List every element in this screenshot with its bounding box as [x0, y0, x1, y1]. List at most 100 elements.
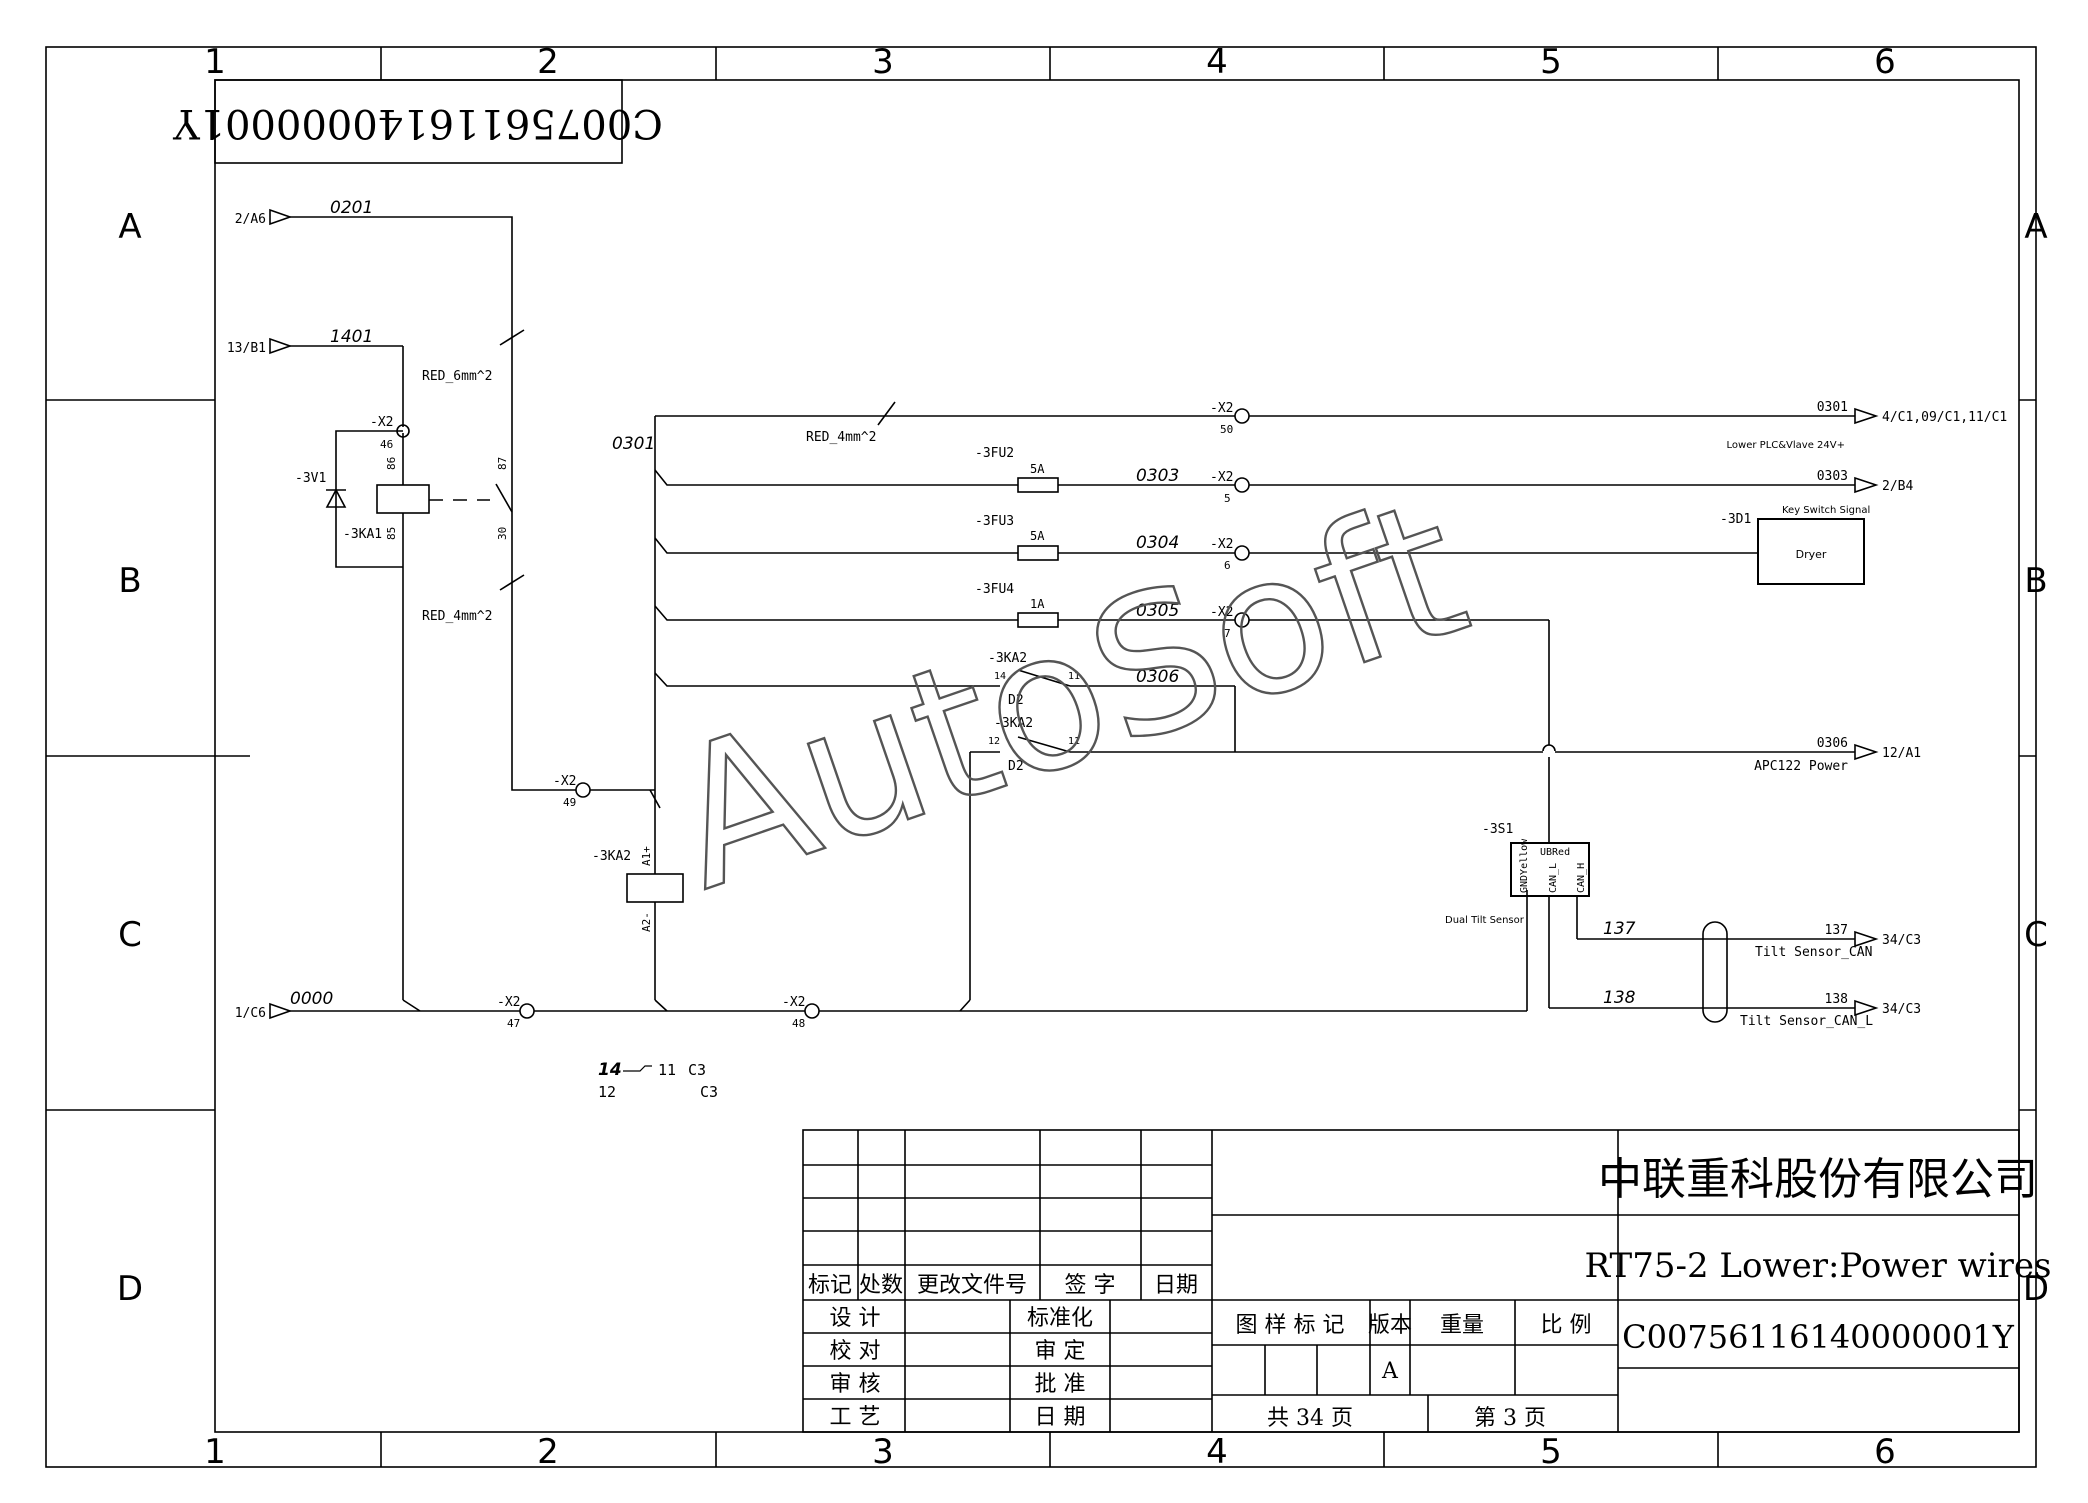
row-label: D — [117, 1269, 143, 1309]
connector-x2-49 — [575, 782, 591, 798]
connector-x2-7 — [1234, 612, 1250, 628]
row-label: D — [2023, 1269, 2049, 1309]
tb-role-check: 校 对 — [830, 1339, 881, 1364]
tb-header-count: 处数 — [859, 1273, 903, 1298]
device-label: -3D1 — [1720, 512, 1751, 527]
connector-label: -X2 — [1210, 470, 1233, 485]
dryer-label: Dryer — [1796, 548, 1827, 561]
signal-label: Tilt Sensor_CAN_L — [1740, 1014, 1873, 1029]
connector-label: -X2 — [1210, 537, 1233, 552]
sensor-note: Dual Tilt Sensor — [1445, 915, 1525, 926]
component-labels: RED_6mm^2 RED_4mm^2 RED_4mm^2 -X2 46 -X2… — [295, 369, 1873, 1101]
wire-number: 0303 — [1136, 466, 1179, 486]
wire-number: 0306 — [1136, 667, 1179, 687]
relay-label: -3KA1 — [343, 527, 382, 542]
column-label: 3 — [872, 42, 894, 82]
row-labels-left: A B C D — [117, 207, 143, 1309]
tb-role-review: 审 核 — [830, 1372, 881, 1397]
column-label: 2 — [537, 1432, 559, 1472]
row-label: B — [118, 561, 141, 601]
terminal-ref: 12/A1 — [1882, 746, 1921, 761]
contact-pin: 11 — [1068, 671, 1080, 682]
connector-label: -X2 — [782, 995, 805, 1010]
tb-page-number: 第 3 页 — [1474, 1406, 1546, 1431]
wire-number: 0303 — [1817, 469, 1848, 484]
wire-numbers: 0201 1401 0301 0301 0303 0303 0304 0305 … — [290, 198, 1848, 1009]
pin-label: 50 — [1220, 423, 1233, 436]
tb-role-process: 工 艺 — [830, 1405, 881, 1430]
connector-x2-48 — [804, 1003, 820, 1019]
relay-pin: 87 — [496, 457, 509, 470]
wire-number: 0301 — [612, 434, 655, 454]
diode-label: -3V1 — [295, 471, 326, 486]
sensor-pin: CAN_H — [1576, 863, 1587, 893]
terminal-ref: 13/B1 — [227, 341, 266, 356]
drawing-title: RT75-2 Lower:Power wires — [1585, 1246, 2052, 1286]
signal-label: Tilt Sensor_CAN — [1755, 945, 1872, 960]
wire-size-label: RED_4mm^2 — [422, 609, 492, 624]
tb-version-value: A — [1381, 1359, 1399, 1384]
wire-size-label: RED_4mm^2 — [806, 430, 876, 445]
wire-number: 0201 — [330, 198, 373, 218]
mirrored-drawing-code: C00756116140000001Y — [173, 100, 663, 146]
row-label: C — [118, 915, 142, 955]
tb-header-change-doc: 更改文件号 — [917, 1273, 1027, 1298]
tb-header-mark: 标记 — [808, 1273, 852, 1298]
fuse-label: -3FU3 — [975, 514, 1014, 529]
tb-version-header: 版本 — [1368, 1313, 1412, 1338]
xref-number: 12 — [598, 1083, 616, 1101]
connector-x2-50 — [1234, 408, 1250, 424]
pin-label: 48 — [792, 1017, 805, 1030]
fuse-label: -3FU2 — [975, 446, 1014, 461]
pin-label: 7 — [1224, 627, 1231, 640]
fuse-label: -3FU4 — [975, 582, 1014, 597]
row-label: A — [118, 207, 141, 247]
pin-label: 47 — [507, 1017, 520, 1030]
xref-ref: C3 — [700, 1083, 718, 1101]
relay-pin: 86 — [385, 457, 398, 470]
tb-role-approve: 批 准 — [1035, 1372, 1086, 1397]
xref-number: 11 — [658, 1061, 676, 1079]
contact-pin: 14 — [994, 671, 1006, 682]
wire-number: 0301 — [1817, 400, 1848, 415]
company-name: 中联重科股份有限公司 — [1598, 1154, 2038, 1205]
relay-contact-label: -3KA2 — [994, 716, 1033, 731]
relay-pin: 85 — [385, 527, 398, 540]
row-label: C — [2024, 915, 2048, 955]
fuse-rating: 1A — [1030, 597, 1045, 611]
tb-sample-mark: 图 样 标 记 — [1236, 1313, 1345, 1338]
mirrored-code-box: C00756116140000001Y — [173, 79, 663, 164]
terminal-ref: 4/C1,09/C1,11/C1 — [1882, 410, 2007, 425]
column-label: 1 — [204, 42, 226, 82]
wire-number: 1401 — [330, 327, 373, 347]
wire-number: 137 — [1603, 919, 1636, 939]
input-terminals: 2/A6 13/B1 1/C6 — [227, 208, 293, 1021]
fuse-rating: 5A — [1030, 529, 1045, 543]
xref-ref: C3 — [688, 1061, 706, 1079]
contact-ref: D2 — [1008, 693, 1024, 708]
column-label: 6 — [1874, 1432, 1896, 1472]
wire-number: 0000 — [290, 989, 333, 1009]
terminal-ref: 34/C3 — [1882, 1002, 1921, 1017]
contact-pin: 12 — [988, 736, 1000, 747]
column-label: 3 — [872, 1432, 894, 1472]
connector-label: -X2 — [1210, 605, 1233, 620]
sensor-label: -3S1 — [1482, 822, 1513, 837]
column-label: 5 — [1540, 1432, 1562, 1472]
output-terminals: 4/C1,09/C1,11/C1 2/B4 12/A1 34/C3 34/C3 — [1882, 410, 2007, 1017]
wire-number: 0305 — [1136, 601, 1179, 621]
connector-x2-47 — [519, 1003, 535, 1019]
row-label: B — [2024, 561, 2047, 601]
wire-number: 138 — [1603, 988, 1636, 1008]
relay-pin: A1+ — [640, 846, 653, 866]
xref-number: 14 — [598, 1060, 622, 1080]
watermark: AutoSoft — [646, 457, 1490, 932]
contact-ref: D2 — [1008, 759, 1024, 774]
column-label: 4 — [1206, 42, 1228, 82]
contact-pin: 11 — [1068, 736, 1080, 747]
terminal-ref: 1/C6 — [235, 1006, 266, 1021]
tb-role-audit: 审 定 — [1035, 1339, 1086, 1364]
connector-label: -X2 — [497, 995, 520, 1010]
relay-contact-label: -3KA2 — [988, 651, 1027, 666]
wire-number: 0304 — [1136, 533, 1179, 553]
